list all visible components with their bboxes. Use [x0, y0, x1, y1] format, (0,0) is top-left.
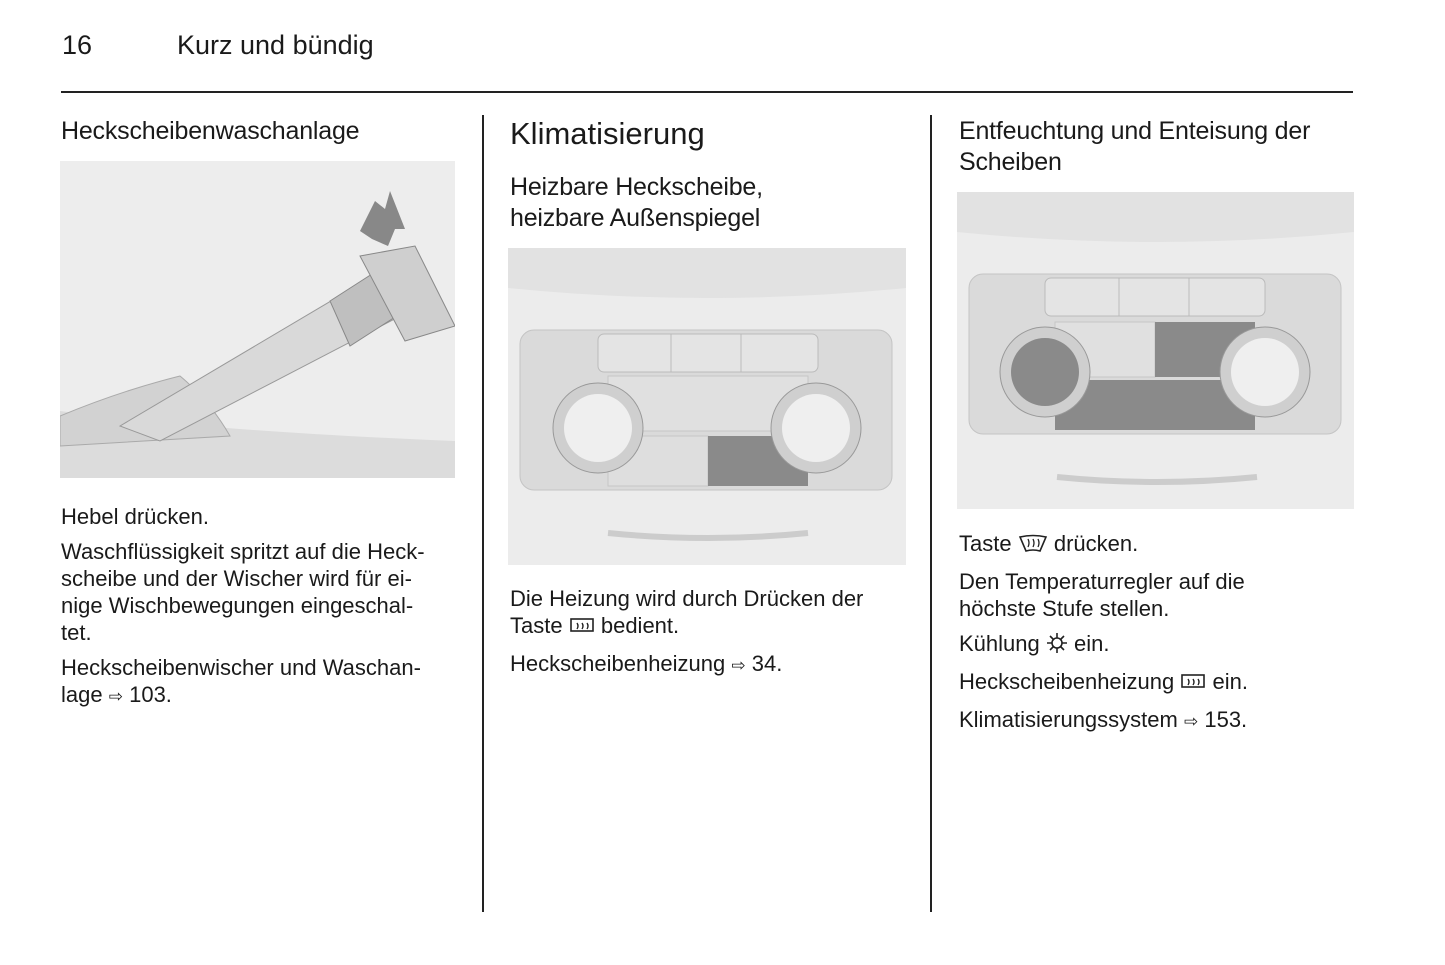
chapter-heading: Klimatisierung	[510, 116, 705, 151]
text-line: Scheiben	[959, 148, 1062, 176]
reference-arrow-icon: ⇨	[108, 687, 123, 707]
text-line: lage	[61, 682, 103, 707]
reference-text: Heckscheibenheizung ⇨ 34.	[510, 650, 920, 680]
section-heading: Heizbare Heckscheibe, heizbare Außenspie…	[510, 172, 910, 234]
climate-panel-illustration	[508, 248, 906, 565]
column-climate: Klimatisierung Heizbare Heckscheibe, hei…	[510, 115, 910, 234]
text-line: Klimatisierungssystem	[959, 707, 1178, 732]
text-line: Taste	[510, 613, 563, 638]
instruction-text: Den Temperaturregler auf die höchste Stu…	[959, 568, 1359, 622]
page-title: Kurz und bündig	[177, 30, 374, 60]
text-line: Heizbare Heckscheibe,	[510, 173, 763, 201]
text-line: Kühlung	[959, 631, 1040, 656]
column-climate-text: Die Heizung wird durch Drücken der Taste…	[510, 585, 920, 688]
description-text: Die Heizung wird durch Drücken der Taste…	[510, 585, 920, 642]
text-line: tet.	[61, 620, 92, 645]
instruction-text: Heckscheibenheizung ein.	[959, 668, 1359, 698]
text-line: ein.	[1212, 669, 1248, 694]
page-reference-link[interactable]: 153.	[1204, 707, 1248, 732]
cooling-snowflake-icon	[1046, 632, 1068, 660]
text-line: heizbare Außenspiegel	[510, 204, 761, 232]
text-line: bedient.	[600, 613, 680, 638]
instruction-text: Hebel drücken.	[61, 504, 209, 529]
rear-window-heating-icon	[569, 615, 595, 642]
text-line: Heckscheibenheizung	[510, 651, 726, 676]
climate-panel-defrost-illustration	[957, 192, 1354, 509]
column-divider	[482, 115, 484, 912]
text-line: Entfeuchtung und Enteisung der	[959, 117, 1311, 145]
section-heading: Heckscheibenwaschanlage	[61, 117, 360, 145]
reference-arrow-icon: ⇨	[731, 656, 746, 676]
page-number: 16	[62, 30, 93, 60]
text-line: ein.	[1074, 631, 1110, 656]
reference-arrow-icon: ⇨	[1183, 712, 1199, 732]
text-line: Heckscheibenheizung	[959, 669, 1175, 694]
header-divider	[61, 91, 1353, 93]
wiper-lever-illustration	[60, 161, 455, 478]
page-reference-link[interactable]: 34.	[751, 651, 783, 676]
column-defrost: Entfeuchtung und Enteisung der Scheiben	[959, 116, 1359, 178]
column-defrost-text: Taste drücken. Den Temperaturregler auf …	[959, 530, 1359, 744]
column-divider	[930, 115, 932, 912]
windscreen-defrost-icon	[1018, 533, 1048, 560]
reference-text: Klimatisierungssystem ⇨ 153.	[959, 706, 1359, 736]
rear-window-heating-icon	[1180, 671, 1206, 698]
text-line: Die Heizung wird durch Drücken der	[510, 586, 864, 611]
text-line: scheibe und der Wischer wird für ei-	[61, 566, 412, 591]
text-line: Heckscheibenwischer und Waschan-	[61, 655, 421, 680]
column-rear-washer: Heckscheibenwaschanlage	[61, 116, 461, 147]
instruction-text: Kühlung ein.	[959, 630, 1359, 660]
text-line: drücken.	[1053, 531, 1139, 556]
reference-text: Heckscheibenwischer und Waschan- lage ⇨ …	[61, 654, 461, 711]
text-line: höchste Stufe stellen.	[959, 596, 1170, 621]
text-line: Waschflüssigkeit spritzt auf die Heck-	[61, 539, 425, 564]
section-heading: Entfeuchtung und Enteisung der Scheiben	[959, 116, 1359, 178]
text-line: Den Temperaturregler auf die	[959, 569, 1245, 594]
column-rear-washer-text: Hebel drücken. Waschflüssigkeit spritzt …	[61, 503, 461, 719]
description-text: Waschflüssigkeit spritzt auf die Heck- s…	[61, 538, 461, 646]
text-line: nige Wischbewegungen eingeschal-	[61, 593, 414, 618]
page-reference-link[interactable]: 103.	[129, 682, 172, 707]
instruction-text: Taste drücken.	[959, 530, 1359, 560]
text-line: Taste	[959, 531, 1012, 556]
